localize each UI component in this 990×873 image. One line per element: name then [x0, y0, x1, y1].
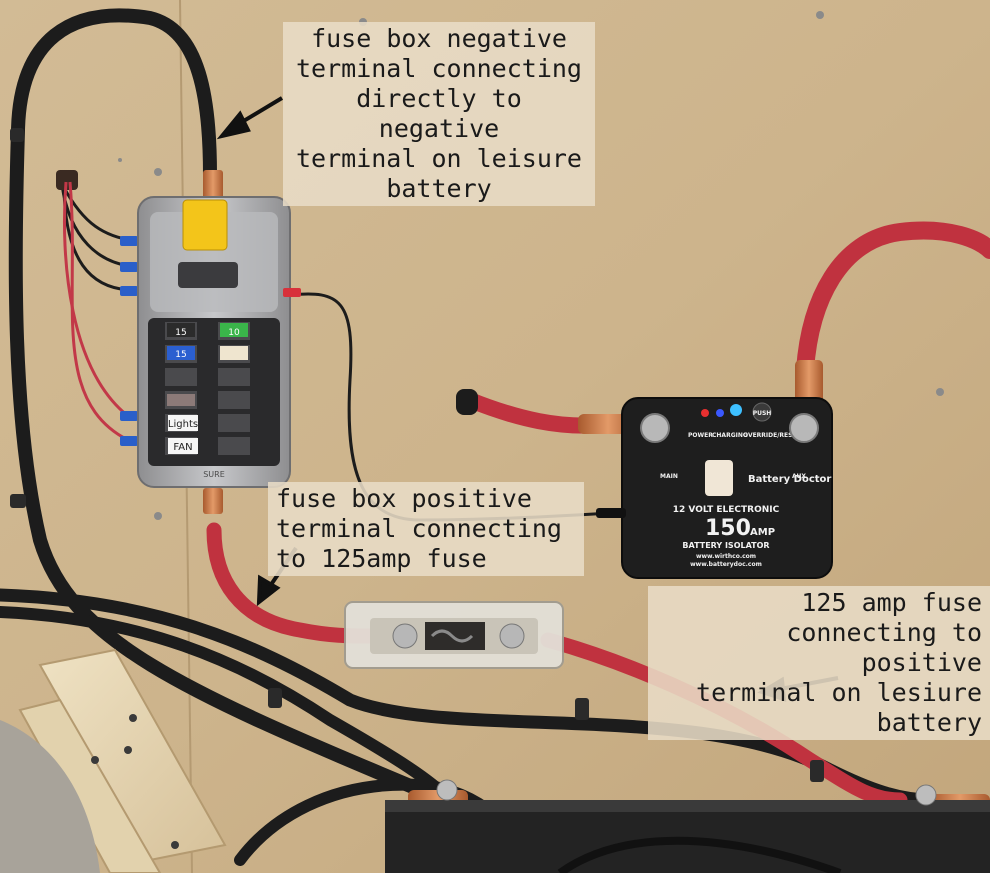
- thin-red-wires: [62, 181, 129, 442]
- isolator-rating-unit: AMP: [750, 527, 775, 538]
- isolator-subtitle: 12 VOLT ELECTRONIC: [673, 505, 780, 515]
- annotation-positive-terminal: fuse box positive terminal connecting to…: [268, 482, 584, 576]
- isolator-ground-plug: [596, 508, 626, 518]
- isolator-url-2: www.batterydoc.com: [690, 561, 762, 568]
- cable-grommet: [56, 170, 78, 190]
- leisure-battery: [385, 779, 990, 873]
- isolator-indicator-override: OVERRIDE/RESET: [743, 432, 802, 439]
- cable-end-boot: [456, 389, 478, 415]
- isolator-indicator-charging: CHARGING: [712, 432, 748, 439]
- grey-drum-edge: [0, 720, 100, 873]
- isolator-push-label: PUSH: [753, 410, 772, 417]
- isolator-brand: Battery Doctor: [748, 474, 831, 485]
- isolator-rating: 150: [705, 516, 751, 541]
- inline-fuse-holder: [344, 601, 564, 669]
- red-terminal-connector: [283, 288, 301, 297]
- cable-clips: [10, 128, 824, 782]
- battery-isolator: PUSH POWER CHARGING OVERRIDE/RESET MAIN …: [621, 397, 833, 579]
- annotation-negative-terminal: fuse box negative terminal connecting di…: [283, 22, 595, 206]
- isolator-url-1: www.wirthco.com: [696, 553, 756, 560]
- fuse-box: 15 10 15 Lights FAN SURE: [137, 196, 291, 488]
- isolator-main-label: MAIN: [660, 473, 678, 480]
- isolator-product: BATTERY ISOLATOR: [682, 541, 769, 550]
- fuse-label-1: 15: [175, 328, 186, 338]
- annotation-125-amp-fuse: 125 amp fuse connecting to positive term…: [648, 586, 990, 740]
- fuse-label-lights: Lights: [168, 419, 198, 430]
- fuse-label-3: 15: [175, 350, 186, 360]
- fuse-label-fan: FAN: [173, 442, 192, 453]
- fuse-label-2: 10: [228, 328, 240, 338]
- isolator-indicator-power: POWER: [688, 432, 713, 439]
- isolator-aux-label: AUX: [792, 473, 806, 480]
- battery-doctor-mascot-logo: [705, 460, 733, 496]
- fuse-box-brand: SURE: [203, 470, 225, 479]
- blue-crimp-connectors: [120, 236, 138, 446]
